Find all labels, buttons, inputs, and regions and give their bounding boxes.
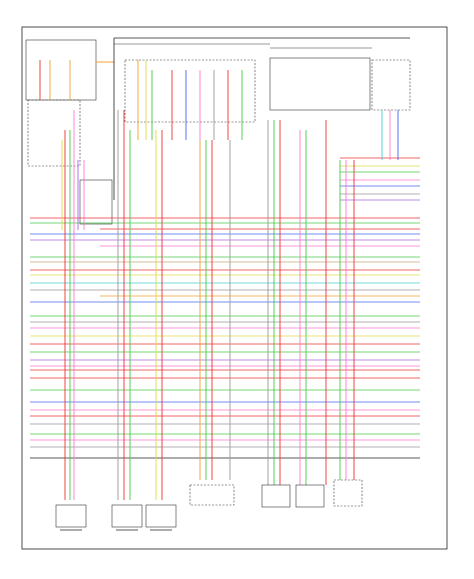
- diagram-frame: [21, 26, 448, 550]
- fuse-block-left: [25, 39, 113, 225]
- component-box-4: [189, 484, 235, 506]
- component-box-5: [261, 484, 291, 508]
- top-bus-lines: [114, 37, 410, 49]
- component-box-1: [55, 504, 87, 528]
- switch-block-right: [269, 57, 411, 111]
- relay-block-center: [124, 59, 256, 123]
- bottom-components: [55, 479, 363, 528]
- component-box-2: [111, 504, 143, 528]
- wire-group: [30, 38, 420, 500]
- component-box-3: [145, 504, 177, 528]
- component-box-6: [295, 484, 325, 508]
- component-box-7: [333, 479, 363, 507]
